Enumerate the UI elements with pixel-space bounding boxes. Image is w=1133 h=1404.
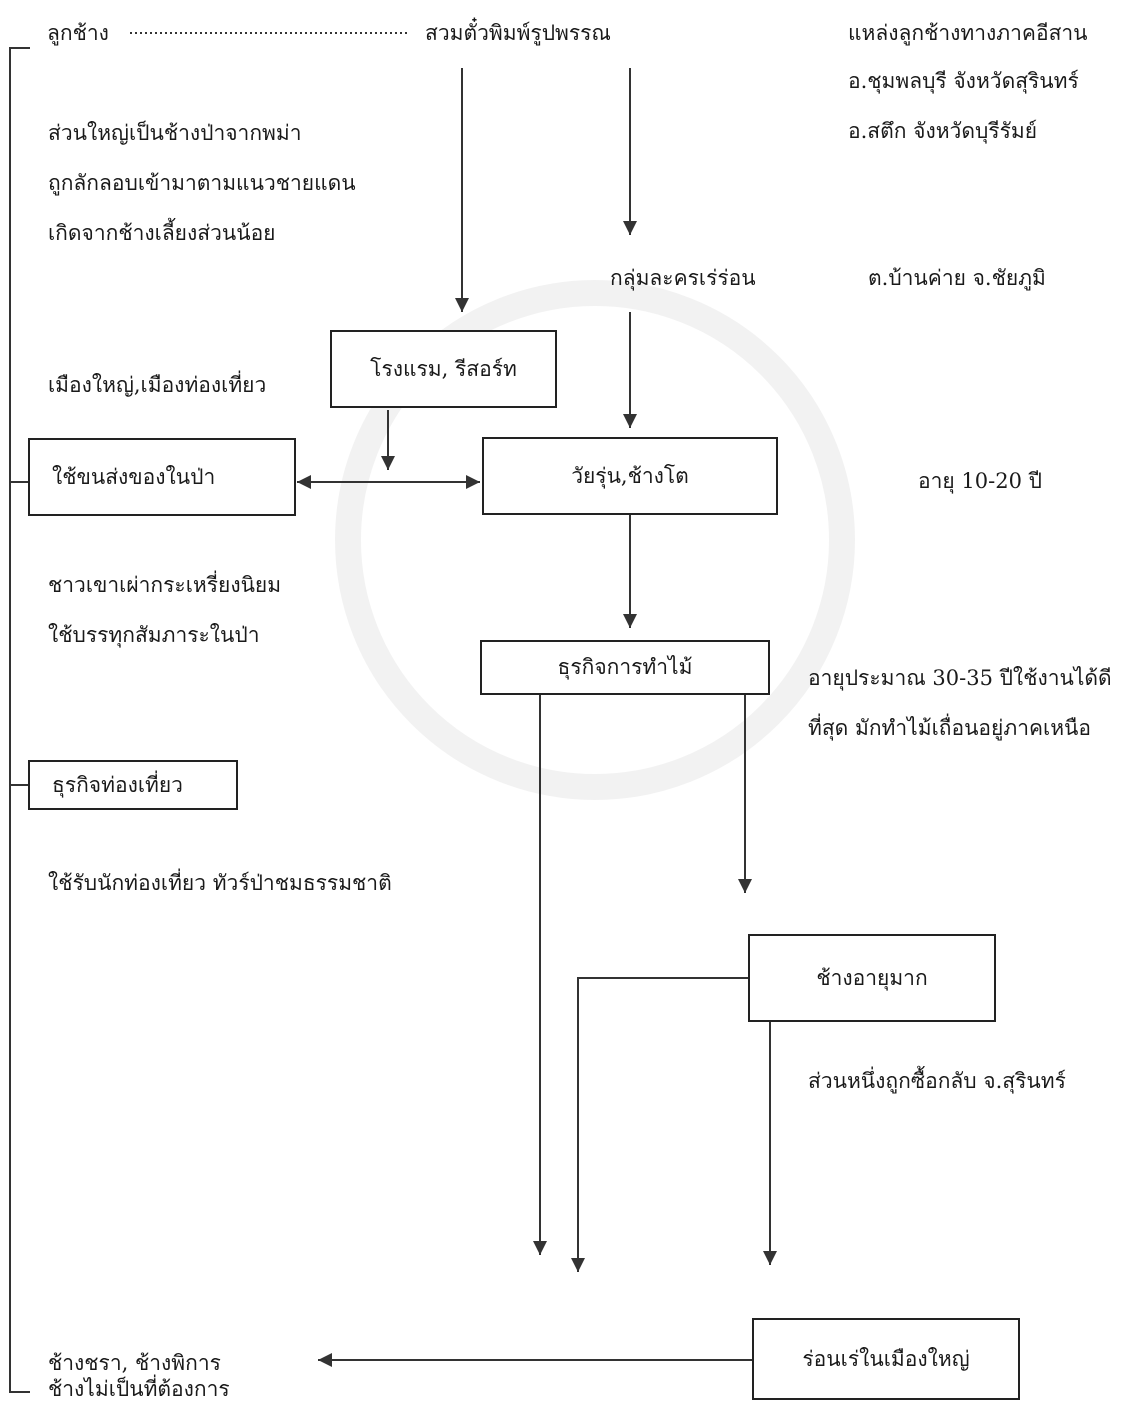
teen-elephant-box: วัยรุ่น,ช้างโต	[482, 437, 778, 515]
forest-transport-box: ใช้ขนส่งของในป่า	[28, 438, 296, 516]
tourism-business-box: ธุรกิจท่องเที่ยว	[28, 760, 238, 810]
tourism-note: ใช้รับนักท่องเที่ยว ทัวร์ป่าชมธรรมชาติ	[48, 871, 392, 895]
karen-note-2: ใช้บรรทุกสัมภาระในป่า	[48, 623, 260, 647]
final-note-1: ช้างชรา, ช้างพิการ	[48, 1351, 221, 1375]
drama-place-label: ต.บ้านค่าย จ.ชัยภูมิ	[868, 266, 1046, 290]
old-elephant-box: ช้างอายุมาก	[748, 934, 996, 1022]
left-note-3: เกิดจากช้างเลี้ยงส่วนน้อย	[48, 221, 276, 245]
old-note: ส่วนหนึ่งถูกซื้อกลับ จ.สุรินทร์	[808, 1069, 1066, 1093]
logging-note-1: อายุประมาณ 30-35 ปีใช้งานได้ดี	[808, 666, 1112, 690]
source-right-label: แหล่งลูกช้างทางภาคอีสาน	[848, 21, 1088, 45]
karen-note-1: ชาวเขาเผ่ากระเหรี่ยงนิยม	[48, 573, 282, 597]
hotel-resort-box: โรงแรม, รีสอร์ท	[330, 330, 557, 408]
logging-note-2: ที่สุด มักทำไม้เถื่อนอยู่ภาคเหนือ	[808, 716, 1092, 740]
place-chumphon: อ.ชุมพลบุรี จังหวัดสุรินทร์	[848, 69, 1079, 93]
logging-business-box: ธุรกิจการทำไม้	[480, 640, 770, 695]
city-wander-box: ร่อนเร่ในเมืองใหญ่	[752, 1318, 1020, 1400]
drama-group-label: กลุ่มละครเร่ร่อน	[610, 266, 756, 290]
left-note-1: ส่วนใหญ่เป็นช้างป่าจากพม่า	[48, 121, 302, 145]
final-note-2: ช้างไม่เป็นที่ต้องการ	[48, 1377, 230, 1401]
city-tourism-label: เมืองใหญ่,เมืองท่องเที่ยว	[48, 373, 267, 397]
left-bracket	[9, 47, 30, 1393]
source-center-label: สวมตั๋วพิมพ์รูปพรรณ	[425, 21, 611, 45]
left-note-2: ถูกลักลอบเข้ามาตามแนวชายแดน	[48, 171, 356, 195]
arrow-old-left-down	[571, 977, 750, 1272]
age-teen-label: อายุ 10-20 ปี	[918, 469, 1042, 493]
place-satuek: อ.สตึก จังหวัดบุรีรัมย์	[848, 119, 1037, 143]
source-left-label: ลูกช้าง	[47, 21, 109, 45]
